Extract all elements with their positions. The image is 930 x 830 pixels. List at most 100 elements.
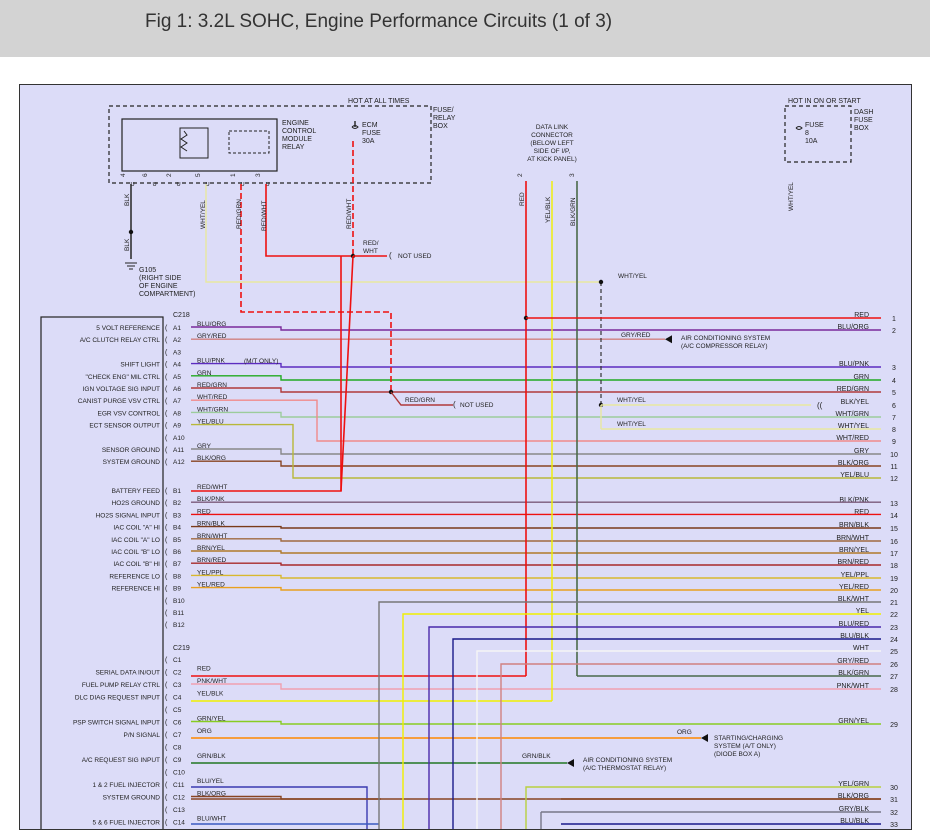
dlc-wire-blk-grn-label: BLK/GRN — [570, 197, 577, 226]
pin-chevron: ( — [165, 423, 168, 430]
row-wire-label-28: PNK/WHT — [837, 683, 870, 690]
relay-label-2: MODULE — [282, 136, 312, 143]
red-wht-fuse-label: RED/WHT — [346, 199, 353, 229]
ecm-pin-C14: C14 — [173, 820, 185, 827]
ac-thermostat-arrow-icon — [567, 759, 574, 767]
row-number-25: 25 — [890, 649, 898, 656]
wire-A6 — [191, 387, 881, 393]
row-number-10: 10 — [890, 452, 898, 459]
row-number-33: 33 — [890, 822, 898, 829]
row-wire-label-25: WHT — [853, 645, 870, 652]
ecm-fuse-label-2: 30A — [362, 138, 375, 145]
row-wire-label-2: BLU/ORG — [837, 324, 869, 331]
relay-coil-icon — [179, 127, 209, 159]
ecm-wire-label-B8: YEL/PPL — [197, 569, 224, 576]
row-wire-label-27: BLK/GRN — [838, 670, 869, 677]
row-wire-label-8: WHT/YEL — [838, 423, 869, 430]
row-number-17: 17 — [890, 551, 898, 558]
ecm-wire-label-B5: BRN/WHT — [197, 533, 227, 540]
ecm-pin-C6: C6 — [173, 720, 182, 727]
not-used-terminal: ( — [389, 251, 392, 260]
ecm-wire-label-C3: PNK/WHT — [197, 678, 227, 685]
pin-chevron: ( — [165, 707, 168, 714]
wire-C6 — [191, 720, 881, 725]
wire-A11 — [191, 448, 881, 455]
pin-chevron: ( — [165, 410, 168, 417]
row-number-4: 4 — [892, 378, 896, 385]
ecm-pin-B6: B6 — [173, 549, 181, 556]
ecm-wire-label-A12: BLK/ORG — [197, 455, 226, 462]
ecm-pin-function-B4: IAC COIL "A" HI — [113, 525, 160, 532]
ecm-wire-label-A5: GRN — [197, 370, 212, 377]
row-number-14: 14 — [890, 513, 898, 520]
ecm-relay-box — [121, 118, 278, 172]
wire-B9 — [191, 586, 881, 591]
row-wire-label-15: BRN/BLK — [839, 522, 869, 529]
ecm-wire-label-A4: BLU/PNK — [197, 358, 225, 365]
row-wire-label-11: BLK/ORG — [838, 460, 869, 467]
pin-chevron: ( — [165, 610, 168, 617]
pin-chevron: ( — [165, 757, 168, 764]
ecm-pin-B1: B1 — [173, 488, 181, 495]
ecm-pin-A2: A2 — [173, 337, 181, 344]
pin-chevron: ( — [165, 488, 168, 495]
pin-chevron: ( — [165, 459, 168, 466]
page-title: Fig 1: 3.2L SOHC, Engine Performance Cir… — [145, 11, 613, 32]
ecm-wire-label-C11: BLU/YEL — [197, 778, 224, 785]
pin-chevron: ( — [165, 537, 168, 544]
row-wire-label-31: BLK/ORG — [838, 793, 869, 800]
row-wire-label-1: RED — [854, 312, 869, 319]
pin-chevron: ( — [165, 362, 168, 369]
ecm-pin-C12: C12 — [173, 795, 185, 802]
relay-pin-terminal: ∪ — [176, 181, 181, 188]
row-number-1: 1 — [892, 316, 896, 323]
wire-row21 — [378, 601, 881, 829]
ecm-pin-C11: C11 — [173, 782, 185, 789]
row-wire-label-24: BLU/BLK — [840, 633, 869, 640]
row-number-27: 27 — [890, 674, 898, 681]
ecm-pin-C2: C2 — [173, 670, 182, 677]
relay-label-1: CONTROL — [282, 128, 316, 135]
ecm-wire-label-A8: WHT/GRN — [197, 406, 228, 413]
ecm-wire-label-B9: YEL/RED — [197, 582, 225, 589]
ecm-wire-label-C14: BLU/WHT — [197, 816, 226, 823]
dlc-label-1: CONNECTOR — [531, 132, 573, 139]
ecm-pin-function-A8: EGR VSV CONTROL — [98, 410, 161, 417]
red-wht-splice-label-0: RED/ — [363, 240, 379, 247]
ecm-wire-label-B3: RED — [197, 508, 211, 515]
wire-A4 — [191, 362, 881, 368]
ecm-pin-B9: B9 — [173, 586, 181, 593]
pin-chevron: ( — [165, 622, 168, 629]
pin-chevron: ( — [165, 374, 168, 381]
wire-red-grn-branch — [390, 391, 453, 406]
ecm-pin-A7: A7 — [173, 398, 181, 405]
ecm-pin-A1: A1 — [173, 325, 181, 332]
connector-c218-label: C218 — [173, 312, 190, 319]
blk-yel-connector-icon: (( — [817, 401, 823, 410]
pin-chevron: ( — [165, 657, 168, 664]
wire-B6 — [191, 550, 881, 554]
row-number-7: 7 — [892, 415, 896, 422]
ecm-pin-A10: A10 — [173, 435, 185, 442]
red-wht-splice-label-1: WHT — [363, 248, 378, 255]
pin-chevron: ( — [165, 386, 168, 393]
ecm-pin-B10: B10 — [173, 598, 185, 605]
pin-chevron: ( — [165, 695, 168, 702]
wht-yel-right-label: WHT/YEL — [788, 182, 795, 211]
ecm-pin-C7: C7 — [173, 732, 182, 739]
ecm-pin-A11: A11 — [173, 447, 184, 454]
ecm-pin-B7: B7 — [173, 561, 181, 568]
wht-yel-top-label: WHT/YEL — [200, 200, 207, 229]
ecm-pin-function-A2: A/C CLUTCH RELAY CTRL — [80, 337, 161, 344]
relay-pin-3: 3 — [255, 173, 262, 177]
dash-fuse-box-label-1: FUSE — [854, 117, 873, 124]
ecm-fuse-label-0: ECM — [362, 122, 378, 129]
row-number-30: 30 — [890, 785, 898, 792]
pin-chevron: ( — [165, 820, 168, 827]
row-number-8: 8 — [892, 427, 896, 434]
ground-location-label-1: OF ENGINE — [139, 283, 178, 290]
wht-yel-dash-label: WHT/YEL — [618, 273, 647, 280]
row-number-21: 21 — [890, 600, 898, 607]
wire-row25 — [476, 650, 881, 829]
ecm-wire-label-C9: GRN/BLK — [197, 753, 226, 760]
